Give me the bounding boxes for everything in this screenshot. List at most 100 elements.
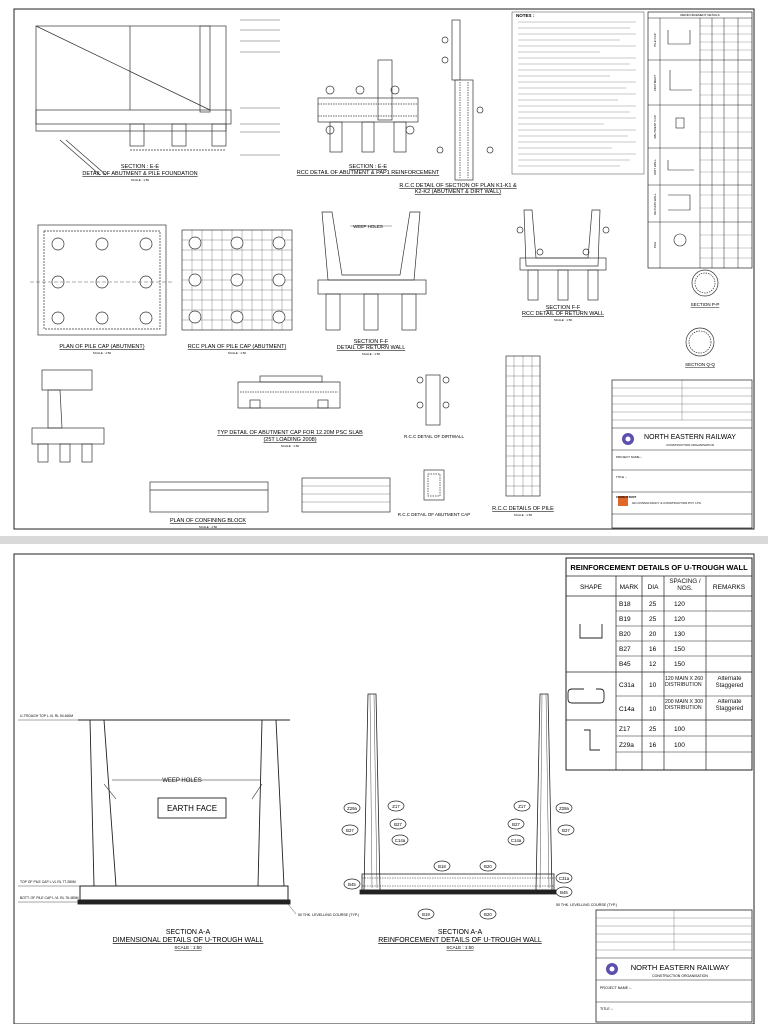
table-row-dia: 25 [649,616,657,623]
bar-mark-label: B27 [346,828,354,833]
bar-mark-label: Z29a [559,806,569,811]
header-dia: DIA [648,584,660,591]
section-k1-subtitle: K2-K2 (ABUTMENT & DIRT WALL) [415,189,501,195]
u-trough-reinforcement-drawing [359,693,557,895]
pile-cap-plan-title: PLAN OF PILE CAP (ABUTMENT) [59,344,144,350]
sheet-separator [0,536,768,544]
table-row-mark: B45 [619,661,631,668]
bar-mark-label: B27 [562,828,570,833]
schedule-group-pile-cap: PILE CAP [653,33,657,47]
dimensional-section-scale: SCALE : 1:50 [174,945,202,950]
dirt-wall-title: R.C.C DETAIL OF DIRTWALL [404,434,465,439]
notes-block [511,11,645,175]
pile-cap-plan-drawing [30,224,174,336]
section-ee-b-subtitle: RCC DETAIL OF ABUTMENT & PAP1 REINFORCEM… [297,170,440,176]
table-row-mark: B19 [619,616,631,623]
project-name-label-2: PROJECT NAME :- [600,986,632,990]
return-wall-drawing [317,211,427,331]
section-ee-a-subtitle: DETAIL OF ABUTMENT & PILE FOUNDATION [82,171,197,177]
table-row-mark: Z29a [619,742,634,749]
pile-cap-plan-scale: SCALE : 1:50 [93,351,112,355]
table-row-spacing: 120 MAIN X 260 DISTRIBUTION [665,676,704,689]
drawing-sheet-1: SECTION : E-E DETAIL OF ABUTMENT & PILE … [13,8,755,530]
rcc-pile-cap-plan-drawing [181,229,293,331]
section-pp-title: SECTION P-P [691,302,720,307]
abutment-cap-scale: SCALE : 1:50 [281,444,300,448]
sheet-1-canvas: SECTION : E-E DETAIL OF ABUTMENT & PILE … [13,8,755,530]
consultant-name: GD CONSULTANCY & CONSTRUCTION PVT. LTD. [632,501,702,505]
abutment-elevation-drawing [31,369,105,463]
section-ee-a-scale: SCALE : 1:50 [131,178,150,182]
rcc-return-wall-title: SECTION F-F [546,305,581,311]
table-row-dia: 16 [649,742,657,749]
section-ee-abutment-drawing [35,19,280,176]
section-ee-b-title: SECTION : E-E [349,164,388,170]
table-row-spacing: 120 [674,616,685,623]
table-row-remarks-wrap: Alternate Staggered [715,676,744,689]
table-row-mark: B27 [619,646,631,653]
rcc-return-wall-scale: SCALE : 1:50 [554,318,573,322]
bar-mark-label: Z29a [347,806,357,811]
header-shape: SHAPE [580,584,603,591]
schedule-group-return-wall: RETURN WALL [653,193,657,215]
confining-block-drawing [149,477,391,513]
u-trough-table-headers: SHAPE MARK DIA SPACING / NOS. REMARKS [580,578,746,592]
pile-cap-bottom-level: BOTT. OF PILE CAP L.VL RL 76.480M [20,896,79,900]
section-qq-title: SECTION Q-Q [685,362,715,367]
bar-mark-label: C31a [559,876,570,881]
notes-heading: NOTES : [516,13,535,18]
reinforcement-section-title: SECTION A-A [438,929,483,936]
table-row-mark: B18 [619,601,631,608]
schedule-group-abutment-cap: ABUTMENT CAP [653,115,657,138]
return-wall-subtitle: DETAIL OF RETURN WALL [337,345,406,351]
drawing-sheet-2: REINFORCEMENT DETAILS OF U-TROUGH WALL S… [0,544,768,1025]
table-row-spacing: 100 [674,726,685,733]
header-remarks: REMARKS [713,584,746,591]
bar-mark-label: C14a [511,838,522,843]
rcc-pile-title: R.C.C DETAILS OF PILE [492,506,554,512]
table-row-remarks: Alternate Staggered [715,676,744,689]
section-ee-rcc-drawing [317,59,419,153]
table-row-dia: 25 [649,601,657,608]
dimensional-leveling-course: 50 THK. LEVELLING COURSE (TYP.) [298,913,359,917]
reinforcement-section-scale: SCALE : 1:50 [446,945,474,950]
rcc-pile-drawing [505,355,541,497]
table-row-mark: C14a [619,706,635,713]
section-pp-drawing [691,269,719,297]
table-row-spacing: 200 MAIN X 300 DISTRIBUTION [665,699,704,712]
shape-u-bar-icon [579,624,603,639]
railway-name: NORTH EASTERN RAILWAY [644,434,736,441]
table-row-spacing-wrap: 120 MAIN X 260 DISTRIBUTION [665,676,704,689]
u-trough-reinforcement-table [565,557,753,771]
reinforcement-leveling-course: 50 THK. LEVELLING COURSE (TYP.) [556,903,617,907]
table-row-dia: 20 [649,631,657,638]
abutment-cap-title: TYP DETAIL OF ABUTMENT CAP FOR 12.20M PS… [217,430,363,436]
schedule-group-labels: PILE CAP ABUTMENT ABUTMENT CAP DIRT WALL… [653,33,657,248]
rcc-return-wall-subtitle: RCC DETAIL OF RETURN WALL [522,311,604,317]
header-spacing-wrap: SPACING / NOS. [669,578,701,592]
table-row-spacing: 150 [674,661,685,668]
bar-mark-label: B20 [484,864,492,869]
table-row-spacing: 150 [674,646,685,653]
table-row-spacing-wrap: 200 MAIN X 300 DISTRIBUTION [665,699,704,712]
sheet-2-canvas: REINFORCEMENT DETAILS OF U-TROUGH WALL S… [13,553,755,1025]
table-row-mark: B20 [619,631,631,638]
return-wall-scale: SCALE : 1:50 [362,352,381,356]
bar-mark-label: C14a [395,838,406,843]
table-row-dia: 16 [649,646,657,653]
bar-mark-label: B20 [484,912,492,917]
header-spacing: SPACING / NOS. [669,578,701,592]
table-row-mark: C31a [619,682,635,689]
section-qq-drawing [685,327,715,357]
table-row-dia: 10 [649,682,657,689]
bar-mark-label: B19 [422,912,430,917]
bar-mark-label: B27 [394,822,402,827]
parapet-cap-title: R.C.C DETAIL OF ABUTMENT CAP [398,512,470,517]
title-label: TITLE :- [616,475,627,479]
header-mark: MARK [620,584,639,591]
bar-mark-label: B45 [560,890,568,895]
earth-face-label: EARTH FACE [167,804,217,813]
u-trough-top-level: U-TROUGH TOP L.VL RL 94.460M [20,714,73,718]
shape-z-bar-icon [584,729,600,751]
table-row-spacing: 100 [674,742,685,749]
